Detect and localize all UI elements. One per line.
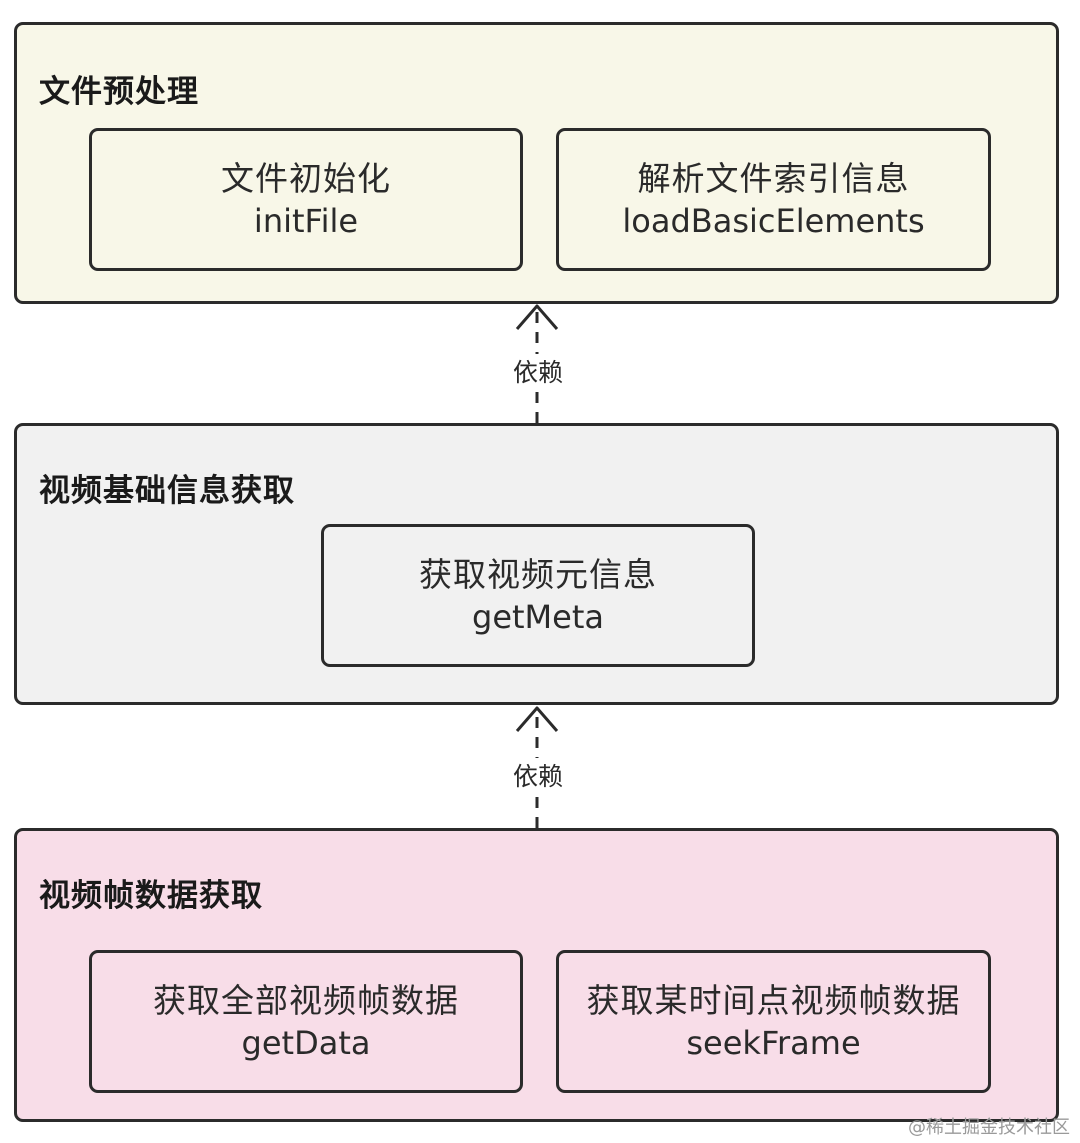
edge-label-dependency: 依赖	[510, 758, 566, 796]
arrow-frame-to-meta	[515, 706, 559, 828]
node-label-cn: 获取全部视频帧数据	[153, 980, 459, 1020]
group-title: 视频基础信息获取	[39, 473, 295, 509]
node-init-file: 文件初始化 initFile	[89, 128, 523, 271]
group-video-basic-info: 视频基础信息获取 获取视频元信息 getMeta	[14, 423, 1059, 705]
group-file-preprocess: 文件预处理 文件初始化 initFile 解析文件索引信息 loadBasicE…	[14, 22, 1059, 304]
node-label-en: getMeta	[472, 597, 604, 636]
node-label-cn: 获取某时间点视频帧数据	[586, 980, 961, 1020]
watermark: @稀土掘金技术社区	[908, 1117, 1070, 1138]
node-label-cn: 文件初始化	[221, 158, 391, 198]
node-label-en: getData	[241, 1023, 371, 1062]
group-title: 文件预处理	[39, 74, 199, 110]
group-video-frame-data: 视频帧数据获取 获取全部视频帧数据 getData 获取某时间点视频帧数据 se…	[14, 828, 1059, 1122]
node-load-basic-elements: 解析文件索引信息 loadBasicElements	[556, 128, 991, 271]
node-label-en: loadBasicElements	[622, 201, 925, 240]
node-get-data: 获取全部视频帧数据 getData	[89, 950, 523, 1093]
node-label-cn: 获取视频元信息	[419, 554, 657, 594]
group-title: 视频帧数据获取	[39, 878, 263, 914]
node-label-en: seekFrame	[686, 1023, 861, 1062]
node-seek-frame: 获取某时间点视频帧数据 seekFrame	[556, 950, 991, 1093]
node-get-meta: 获取视频元信息 getMeta	[321, 524, 755, 667]
edge-label-dependency: 依赖	[510, 354, 566, 392]
arrow-meta-to-preprocess	[515, 304, 559, 423]
node-label-en: initFile	[253, 201, 359, 240]
node-label-cn: 解析文件索引信息	[637, 158, 910, 198]
